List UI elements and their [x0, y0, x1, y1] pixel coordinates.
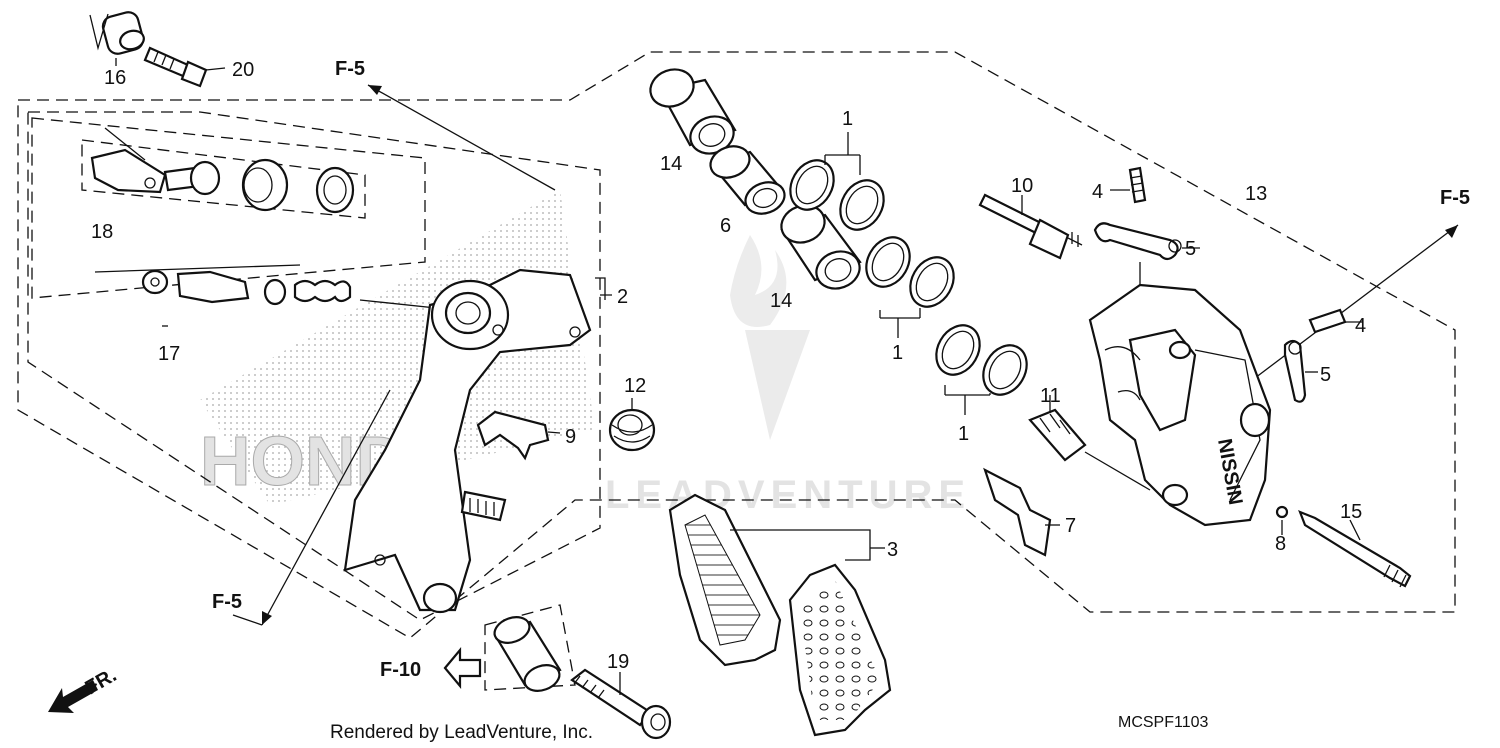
callout-9: 9: [565, 426, 576, 448]
callout-4-upper: 4: [1092, 181, 1103, 203]
callout-8: 8: [1275, 533, 1286, 555]
part-1-piston-seals[interactable]: [782, 132, 1036, 415]
part-5-bleeder-cap-lower[interactable]: [1283, 339, 1318, 403]
part-7-clip[interactable]: [983, 467, 1060, 557]
f10-ref-arrow[interactable]: [443, 646, 482, 690]
callout-12: 12: [624, 375, 646, 397]
part-13-caliper-body[interactable]: NISSIN: [1088, 262, 1272, 527]
part-2-caliper-bracket[interactable]: [343, 268, 592, 614]
callout-14-upper: 14: [660, 153, 682, 175]
part-12-boot[interactable]: [608, 398, 656, 452]
part-8-washer[interactable]: [1275, 505, 1289, 535]
part-5-bleeder-cap-upper[interactable]: [1093, 222, 1200, 261]
callout-6: 6: [720, 215, 731, 237]
callout-5-upper: 5: [1185, 238, 1196, 260]
caliper-kit-boundary: [17, 51, 1456, 639]
part-10-pad-pin[interactable]: [978, 193, 1083, 260]
part-4-bleeder-lower[interactable]: [1308, 308, 1362, 334]
seal-kit-boundary: [31, 117, 426, 299]
ref-f5-left[interactable]: F-5: [212, 591, 242, 613]
callout-15: 15: [1340, 501, 1362, 523]
callout-11: 11: [1040, 385, 1061, 407]
callout-4-lower: 4: [1355, 315, 1366, 337]
callout-18: 18: [91, 221, 113, 243]
callout-13: 13: [1245, 183, 1267, 205]
part-4-bleeder-upper[interactable]: [1110, 166, 1147, 204]
ref-f10[interactable]: F-10: [380, 659, 421, 681]
collar-kit-boundary: [484, 604, 576, 691]
callout-5-lower: 5: [1320, 364, 1331, 386]
bracket-kit-boundary: [27, 111, 601, 621]
part-3-brake-pad-rear[interactable]: [788, 563, 892, 737]
ref-f5-top[interactable]: F-5: [335, 58, 365, 80]
part-6-piston[interactable]: [706, 141, 789, 219]
part-16-collar[interactable]: [89, 10, 146, 66]
callout-17: 17: [158, 343, 180, 365]
callout-16: 16: [104, 67, 126, 89]
part-9-pad-spring[interactable]: [476, 410, 561, 461]
callout-2: 2: [617, 286, 628, 308]
part-14-piston-upper[interactable]: [645, 64, 739, 160]
callout-1-b: 1: [892, 342, 903, 364]
leadventure-watermark: LEADVENTURE: [605, 235, 971, 517]
part-3-brake-pad-front[interactable]: [668, 493, 871, 667]
f5-ref-arrow-left[interactable]: [232, 389, 391, 626]
ref-f5-right[interactable]: F-5: [1440, 187, 1470, 209]
svg-text:LEADVENTURE: LEADVENTURE: [605, 473, 971, 517]
part-17-slide-pin-set[interactable]: [94, 264, 456, 311]
part-14-piston-lower[interactable]: [776, 200, 865, 295]
front-direction-arrow: [48, 680, 98, 713]
part-20-bolt[interactable]: [143, 46, 226, 88]
callout-3: 3: [887, 539, 898, 561]
part-15-bolt[interactable]: [1298, 510, 1412, 588]
callout-14-lower: 14: [770, 290, 792, 312]
diagram-code: MCSPF1103: [1118, 714, 1209, 731]
part-collar-f10[interactable]: [491, 613, 563, 696]
callout-1-c: 1: [958, 423, 969, 445]
callout-20: 20: [232, 59, 254, 81]
callout-7: 7: [1065, 515, 1076, 537]
f5-ref-arrow-top[interactable]: [367, 84, 556, 191]
part-11-slide-pin[interactable]: [1028, 395, 1151, 491]
footer-credit: Rendered by LeadVenture, Inc.: [330, 722, 593, 743]
callout-19: 19: [607, 651, 629, 673]
part-19-bolt[interactable]: [570, 668, 672, 740]
part-18-seal-kit[interactable]: [90, 127, 355, 214]
callout-1-a: 1: [842, 108, 853, 130]
callout-10: 10: [1011, 175, 1033, 197]
